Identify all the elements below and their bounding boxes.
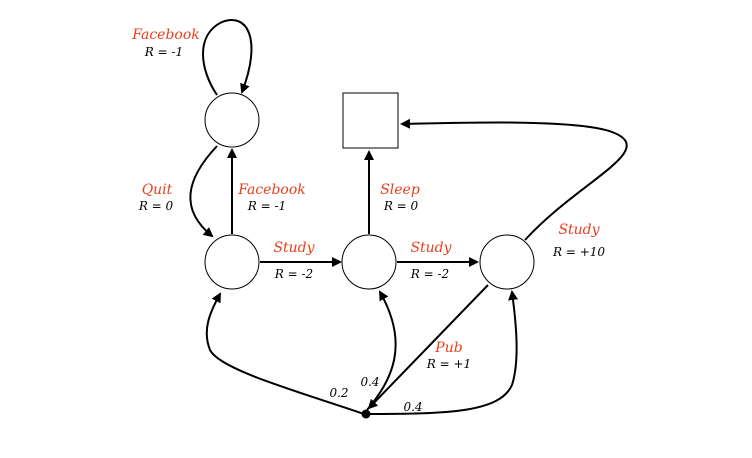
label-facebook-up-reward: R = -1 [247, 199, 286, 213]
edge-pub [367, 284, 489, 410]
label-facebook-up-action: Facebook [237, 182, 306, 198]
label-sleep-action: Sleep [380, 182, 420, 198]
edge-study-3 [400, 118, 628, 241]
label-facebook-loop-action: Facebook [131, 27, 200, 43]
edge-prob-class1 [205, 292, 365, 415]
label-pub-reward: R = +1 [426, 357, 471, 371]
label-quit-action: Quit [142, 182, 173, 198]
state-class1 [204, 234, 260, 290]
label-prob-class1: 0.2 [329, 386, 348, 400]
terminal-state-sleep [342, 92, 399, 149]
label-sleep-reward: R = 0 [383, 199, 419, 213]
state-facebook [204, 92, 260, 148]
chance-node-pub [361, 409, 371, 419]
label-study-3-action: Study [558, 222, 600, 238]
label-study-2-reward: R = -2 [410, 267, 449, 281]
edge-facebook-self-loop [202, 19, 253, 96]
label-prob-class2: 0.4 [360, 375, 379, 389]
state-class2 [341, 234, 397, 290]
label-study-1-action: Study [273, 240, 315, 256]
label-prob-class3: 0.4 [403, 400, 422, 414]
label-study-3-reward: R = +10 [552, 245, 605, 259]
label-quit-reward: R = 0 [138, 199, 174, 213]
edge-prob-class2 [366, 290, 397, 411]
label-facebook-loop-reward: R = -1 [144, 45, 183, 59]
label-pub-action: Pub [434, 340, 462, 356]
edge-prob-class3 [368, 290, 519, 415]
label-study-1-reward: R = -2 [274, 267, 313, 281]
edge-quit [189, 145, 218, 238]
state-class3 [479, 234, 535, 290]
label-study-2-action: Study [410, 240, 452, 256]
